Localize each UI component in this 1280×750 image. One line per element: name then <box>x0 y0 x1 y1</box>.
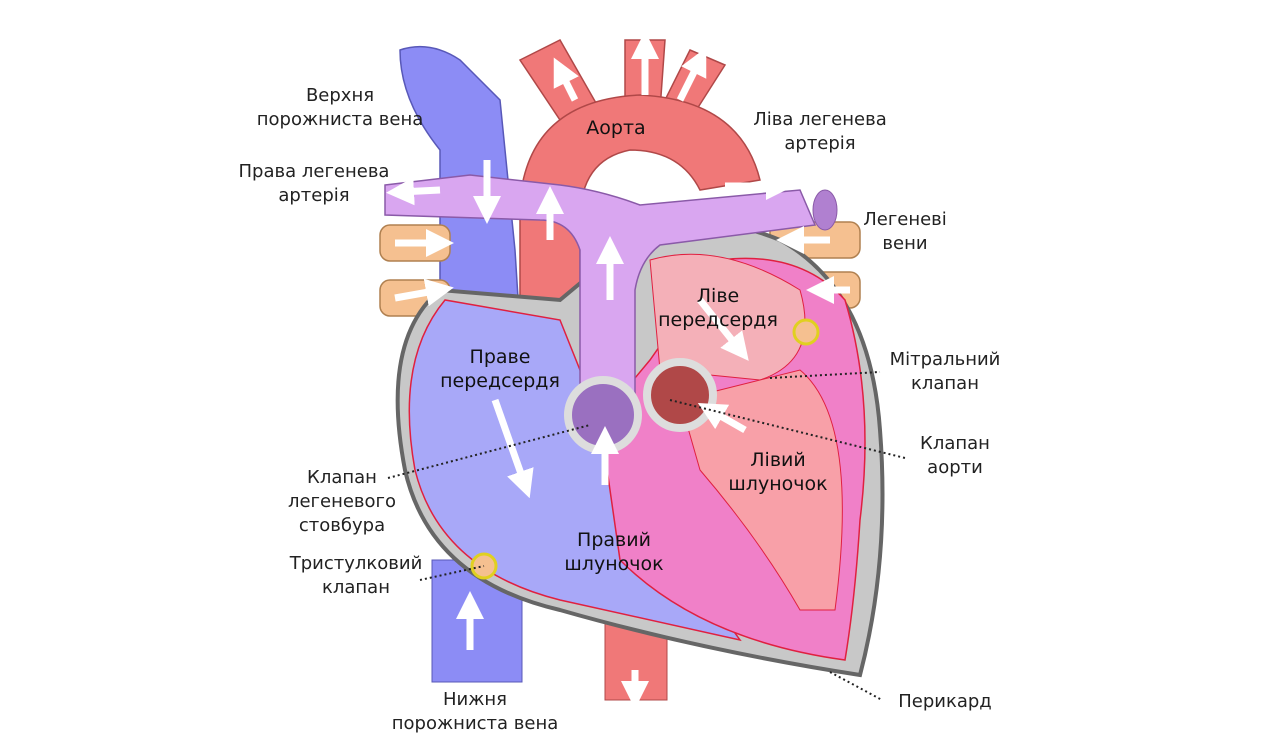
label-line: порожниста вена <box>391 713 559 734</box>
label-pulmonary-valve: Клапан легеневого стовбура <box>288 466 396 538</box>
label-line: вени <box>882 233 928 254</box>
left-ventricle-cavity <box>679 369 843 611</box>
label-line: Лівий <box>750 449 806 471</box>
label-line: Правий <box>577 529 651 551</box>
label-line: легеневого <box>287 491 397 512</box>
label-line: передсердя <box>440 370 560 392</box>
label-line: артерія <box>784 133 856 154</box>
label-line: Перикард <box>898 691 992 712</box>
pulmonary-artery <box>384 174 817 401</box>
label-line: Верхня <box>305 85 375 106</box>
label-line: шлуночок <box>564 553 664 575</box>
label-line: Ліва легенева <box>753 109 887 130</box>
blood-flow-arrows <box>386 31 850 709</box>
label-line: Ліве <box>696 285 740 307</box>
label-line: порожниста вена <box>256 109 424 130</box>
label-line: клапан <box>911 373 979 394</box>
label-aortic-valve: Клапан аорти <box>920 432 990 480</box>
label-superior-vena-cava: Верхня порожниста вена <box>257 84 424 132</box>
label-line: Клапан <box>307 467 377 488</box>
label-line: стовбура <box>298 515 386 536</box>
label-line: Легеневі <box>863 209 947 230</box>
label-line: аорти <box>927 457 983 478</box>
aortic-valve <box>643 358 717 432</box>
label-line: клапан <box>322 577 390 598</box>
label-inferior-vena-cava: Нижня порожниста вена <box>392 688 559 736</box>
label-right-pulmonary-artery: Права легенева артерія <box>239 160 390 208</box>
label-pulmonary-veins: Легеневі вени <box>863 208 947 256</box>
label-line: Мітральний <box>889 349 1001 370</box>
pointer-lines <box>387 371 906 701</box>
label-pericardium: Перикард <box>898 690 992 714</box>
label-left-pulmonary-artery: Ліва легенева артерія <box>753 108 887 156</box>
label-mitral-valve: Мітральний клапан <box>890 348 1001 396</box>
label-line: Нижня <box>442 689 508 710</box>
mitral-ring <box>792 318 820 346</box>
label-line: Клапан <box>920 433 990 454</box>
label-tricuspid-valve: Тристулковий клапан <box>290 552 423 600</box>
left-atrium <box>649 253 806 381</box>
label-line: шлуночок <box>728 473 828 495</box>
label-line: Аорта <box>586 117 646 139</box>
label-line: передсердя <box>658 309 778 331</box>
label-line: Тристулковий <box>289 553 423 574</box>
label-line: артерія <box>278 185 350 206</box>
pulmonary-artery-opening <box>812 189 838 231</box>
label-aorta: Аорта <box>586 116 645 140</box>
label-line: Праве <box>469 346 531 368</box>
pulmonary-valve <box>564 376 642 454</box>
label-line: Права легенева <box>238 161 390 182</box>
